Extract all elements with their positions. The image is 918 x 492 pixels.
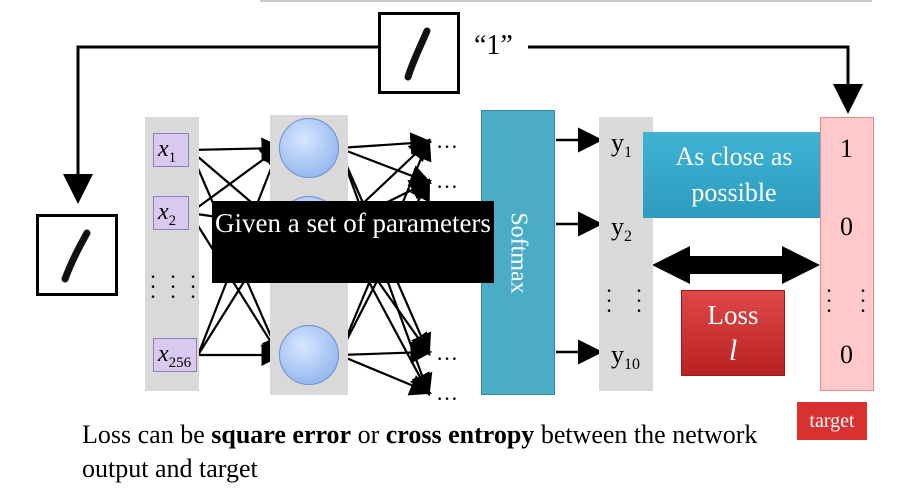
output-vdots-2: ··· xyxy=(635,278,643,323)
output-vdots-1: ··· xyxy=(605,278,613,323)
digit-one-glyph xyxy=(61,229,91,283)
network-edge xyxy=(189,137,284,160)
input-vdots-2: ··· xyxy=(169,264,177,309)
loss-symbol: l xyxy=(728,334,738,367)
output-y10: y10 xyxy=(611,340,640,374)
network-edge xyxy=(338,132,433,155)
digit-one-glyph xyxy=(404,27,431,81)
params-callout: Given a set of parameters xyxy=(212,201,494,283)
output-y2: y2 xyxy=(611,212,632,246)
digit-image-top xyxy=(378,12,460,94)
target-value-2: 0 xyxy=(840,212,853,241)
target-value-1: 1 xyxy=(840,134,853,163)
hidden-node-1 xyxy=(279,118,339,178)
double-arrow xyxy=(652,246,820,284)
output-y1: y1 xyxy=(611,128,632,162)
ellipsis-2: … xyxy=(436,168,459,193)
input-vdots-3: ··· xyxy=(189,264,197,309)
ellipsis-4: … xyxy=(436,380,459,405)
input-x2: x2 xyxy=(153,196,189,230)
target-vdots-1: ··· xyxy=(825,278,833,323)
target-vdots-2: ··· xyxy=(859,278,867,323)
digit-image-input xyxy=(36,214,118,296)
input-x1: x1 xyxy=(153,133,189,167)
network-edge xyxy=(189,212,282,359)
softmax-label: Softmax xyxy=(505,211,532,294)
network-edge xyxy=(338,353,433,396)
target-layer xyxy=(820,117,874,391)
hidden-node-3 xyxy=(279,325,339,385)
ellipsis-3: … xyxy=(436,340,459,365)
close-callout: As close as possible xyxy=(643,132,825,218)
caption: Loss can be square error or cross entrop… xyxy=(82,420,758,483)
target-label: target xyxy=(797,402,867,440)
label-one: “1” xyxy=(474,30,513,61)
input-vdots-1: ··· xyxy=(149,264,157,309)
ellipsis-1: … xyxy=(436,128,459,153)
network-edge xyxy=(338,341,433,364)
loss-title: Loss xyxy=(707,300,759,330)
loss-box: Loss l xyxy=(681,290,785,376)
input-x256: x256 xyxy=(153,338,197,372)
target-value-3: 0 xyxy=(840,340,853,369)
